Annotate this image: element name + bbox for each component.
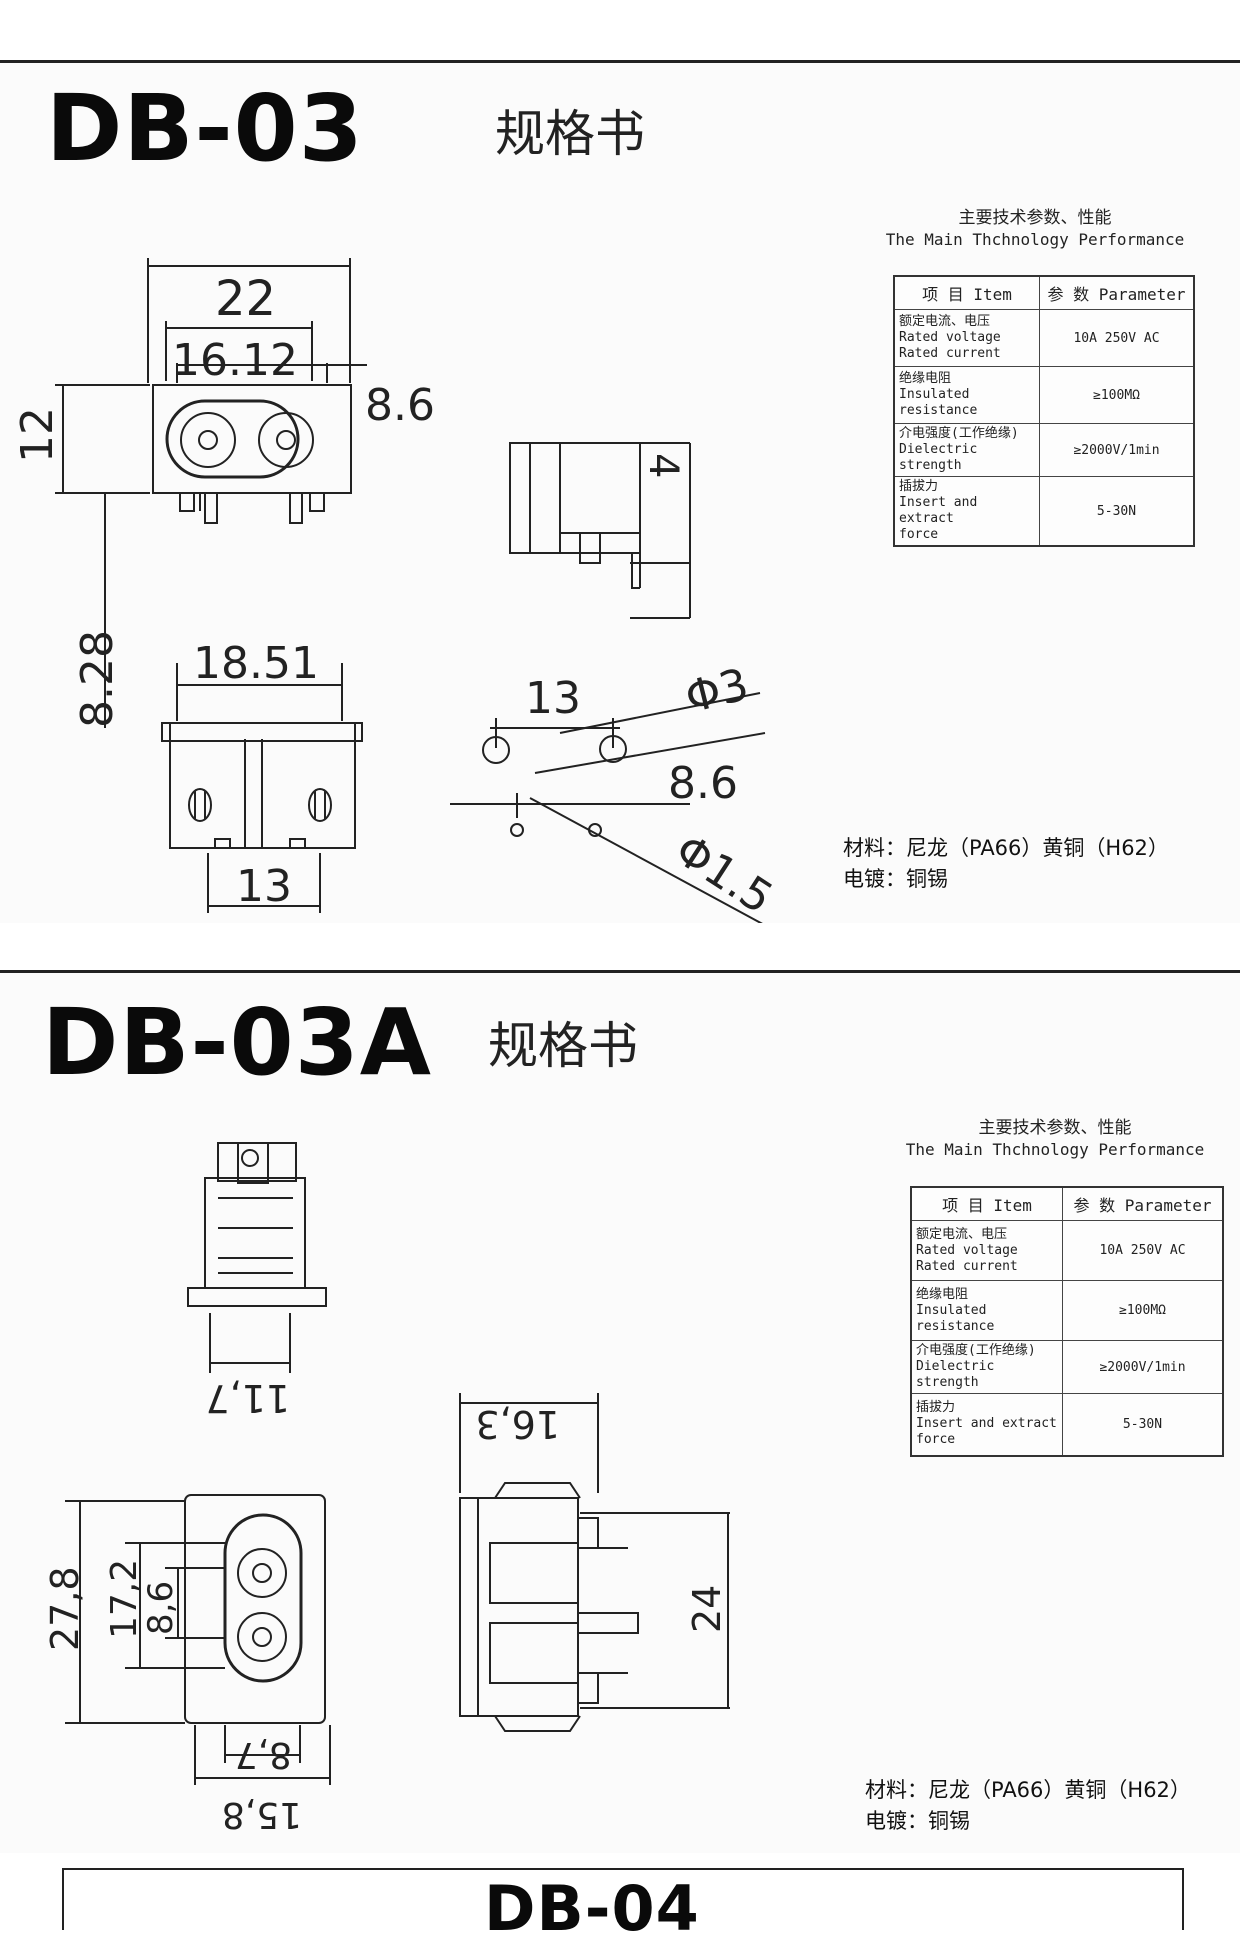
- row-value: ≥2000V/1min: [1062, 1340, 1224, 1394]
- performance-heading-cn: 主要技术参数、性能: [958, 208, 1112, 228]
- row-item-cn: 介电强度(工作绝缘): [899, 426, 1019, 441]
- col-item: 项 目 Item: [893, 275, 1040, 310]
- dim-8-7: 8,7: [235, 1734, 292, 1775]
- row-item: 介电强度(工作绝缘) Dielectric strength: [910, 1340, 1063, 1394]
- performance-heading: 主要技术参数、性能 The Main Thchnology Performanc…: [905, 1118, 1205, 1160]
- dim-4: 4: [640, 453, 686, 478]
- col-parameter: 参 数 Parameter: [1062, 1186, 1224, 1221]
- row-item-en: Insulated: [916, 1302, 987, 1318]
- row-value: 5-30N: [1039, 476, 1195, 547]
- dim-13-bottom: 13: [236, 861, 292, 912]
- row-item-en: Insert and extract: [899, 495, 978, 526]
- row-item-en: Insulated: [899, 387, 970, 402]
- row-item-cn: 插拔力: [916, 1400, 956, 1416]
- row-item-en2: resistance: [916, 1318, 995, 1334]
- parameter-table: 项 目 Item 参 数 Parameter 额定电流、电压 Rated vol…: [893, 275, 1195, 547]
- row-value: ≥2000V/1min: [1039, 423, 1195, 477]
- model-title: DB-04: [484, 1872, 700, 1945]
- row-item-cn: 额定电流、电压: [916, 1226, 1008, 1242]
- dim-27-8: 27,8: [43, 1566, 87, 1651]
- row-item-en2: force: [916, 1432, 956, 1448]
- dim-24: 24: [685, 1585, 729, 1633]
- performance-heading-cn: 主要技术参数、性能: [978, 1118, 1132, 1138]
- row-item: 绝缘电阻 Insulated resistance: [910, 1280, 1063, 1341]
- row-value: 10A 250V AC: [1062, 1220, 1224, 1281]
- dim-phi-3: Φ3: [680, 659, 753, 724]
- material-block: 材料：尼龙（PA66）黄铜（H62） 电镀：铜锡: [865, 1775, 1191, 1837]
- row-item-cn: 额定电流、电压: [899, 314, 991, 329]
- row-item-en: Insert and extract: [916, 1416, 1057, 1432]
- dim-8-6: 8.6: [365, 380, 435, 431]
- row-item: 介电强度(工作绝缘) Dielectric strength: [893, 423, 1040, 477]
- material-text: 材料：尼龙（PA66）黄铜（H62）: [843, 836, 1169, 860]
- dim-22: 22: [215, 271, 276, 327]
- model-title: DB-03: [46, 75, 364, 182]
- row-item-en2: force: [899, 527, 939, 542]
- dim-11-7: 11,7: [205, 1376, 290, 1420]
- row-value: 5-30N: [1062, 1393, 1224, 1456]
- model-title: DB-03A: [42, 989, 432, 1096]
- spec-sheet-db03: DB-03 规格书: [0, 60, 1240, 923]
- plating-text: 电镀：铜锡: [843, 867, 948, 891]
- row-item: 额定电流、电压 Rated voltage Rated current: [910, 1220, 1063, 1281]
- row-item-en: Dielectric strength: [899, 442, 978, 473]
- row-item-cn: 绝缘电阻: [899, 371, 952, 386]
- dim-13-holes: 13: [525, 673, 581, 724]
- plating-text: 电镀：铜锡: [865, 1809, 970, 1833]
- technical-drawing: 22 16.12 8.6 12 8.28 18.51 13 4 13 Φ3 8.…: [12, 258, 782, 923]
- figure8-socket: [223, 1513, 303, 1683]
- row-item-en: Rated voltage: [916, 1242, 1018, 1258]
- dim-phi-1-5: Φ1.5: [666, 824, 782, 923]
- col-item: 项 目 Item: [910, 1186, 1063, 1221]
- spec-subtitle: 规格书: [488, 1017, 638, 1075]
- dim-18-51: 18.51: [193, 638, 319, 689]
- row-value: ≥100MΩ: [1039, 366, 1195, 424]
- spec-sheet-db04-partial: DB-04: [62, 1868, 1184, 1940]
- col-parameter: 参 数 Parameter: [1039, 275, 1195, 310]
- dim-8-28: 8.28: [72, 630, 123, 728]
- row-item: 额定电流、电压 Rated voltage Rated current: [893, 309, 1040, 367]
- material-block: 材料：尼龙（PA66）黄铜（H62） 电镀：铜锡: [843, 833, 1169, 895]
- row-item-cn: 绝缘电阻: [916, 1286, 969, 1302]
- row-item-en: Rated voltage: [899, 330, 1001, 345]
- performance-heading-en: The Main Thchnology Performance: [885, 230, 1185, 249]
- dim-8-6-holes: 8.6: [668, 758, 738, 809]
- row-value: ≥100MΩ: [1062, 1280, 1224, 1341]
- row-item-en2: resistance: [899, 403, 978, 418]
- performance-heading: 主要技术参数、性能 The Main Thchnology Performanc…: [885, 208, 1185, 250]
- row-item-cn: 介电强度(工作绝缘): [916, 1343, 1036, 1358]
- figure8-socket: [165, 399, 300, 479]
- row-item-en2: Rated current: [916, 1258, 1018, 1274]
- row-item: 绝缘电阻 Insulated resistance: [893, 366, 1040, 424]
- row-value: 10A 250V AC: [1039, 309, 1195, 367]
- dim-16-3: 16,3: [475, 1402, 560, 1446]
- row-item-en: Dielectric strength: [916, 1359, 995, 1390]
- dim-16-12: 16.12: [172, 335, 298, 386]
- technical-drawing: 11,7 16,3 27,8 17,2 8,6 24 8,7 15,8: [43, 1142, 730, 1835]
- material-text: 材料：尼龙（PA66）黄铜（H62）: [865, 1778, 1191, 1802]
- row-item-en2: Rated current: [899, 346, 1001, 361]
- dim-12: 12: [12, 407, 63, 463]
- dim-8-6: 8,6: [141, 1581, 181, 1635]
- row-item: 插拔力 Insert and extract force: [893, 476, 1040, 547]
- dim-17-2: 17,2: [104, 1559, 145, 1639]
- parameter-table: 项 目 Item 参 数 Parameter 额定电流、电压 Rated vol…: [910, 1186, 1224, 1457]
- row-item-cn: 插拔力: [899, 479, 939, 494]
- row-item: 插拔力 Insert and extract force: [910, 1393, 1063, 1456]
- spec-subtitle: 规格书: [495, 105, 645, 163]
- spec-sheet-db03a: DB-03A 规格书 11,7 16,3: [0, 970, 1240, 1853]
- performance-heading-en: The Main Thchnology Performance: [905, 1140, 1205, 1159]
- inlet-front-view: [152, 384, 352, 494]
- dim-15-8: 15,8: [222, 1794, 302, 1835]
